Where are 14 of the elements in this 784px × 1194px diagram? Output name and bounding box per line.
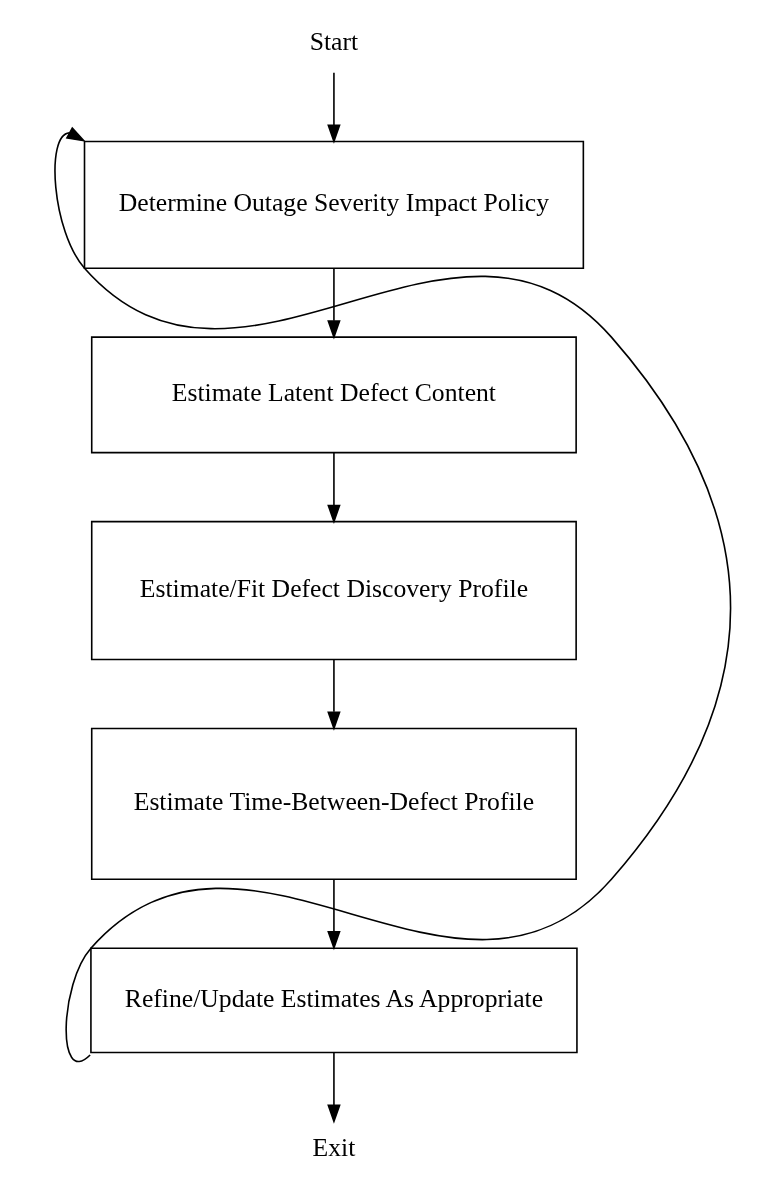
node-box: Determine Outage Severity Impact Policy bbox=[83, 140, 584, 269]
arrow bbox=[326, 451, 341, 524]
arrow bbox=[326, 71, 341, 144]
node-box: Refine/Update Estimates As Appropriate bbox=[89, 947, 578, 1054]
arrow bbox=[326, 878, 341, 951]
node-text: Exit bbox=[312, 1133, 355, 1163]
node-box: Estimate Time-Between-Defect Profile bbox=[90, 727, 577, 881]
arrow bbox=[53, 126, 731, 1062]
arrow bbox=[326, 659, 341, 731]
arrow bbox=[326, 267, 341, 340]
node-box: Estimate Latent Defect Content bbox=[90, 336, 577, 454]
node-text: Start bbox=[309, 26, 358, 56]
node-box: Estimate/Fit Defect Discovery Profile bbox=[90, 520, 577, 661]
arrow bbox=[326, 1052, 341, 1124]
